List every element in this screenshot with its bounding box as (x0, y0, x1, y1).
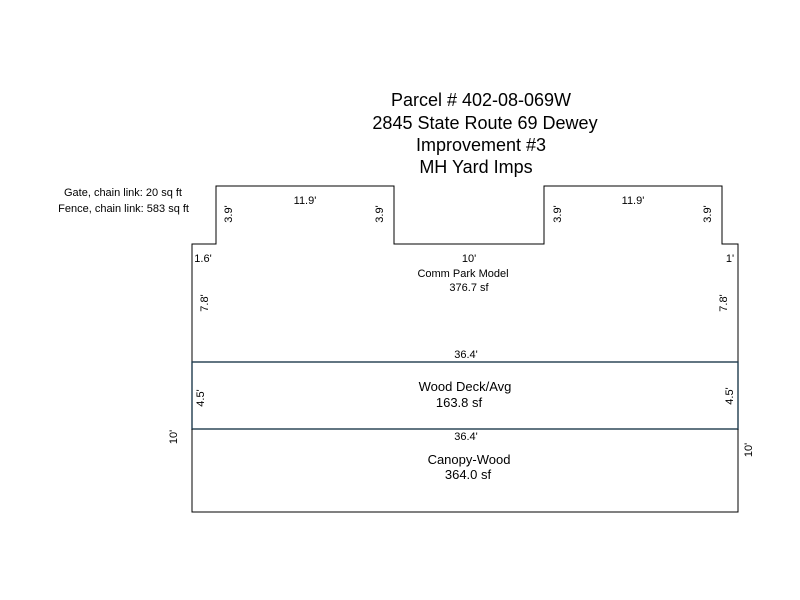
canopy-name: Canopy-Wood (428, 452, 511, 467)
dim-deck-left: 4.5' (195, 389, 207, 406)
dim-park-model-left: 7.8' (199, 294, 211, 311)
address-title: 2845 State Route 69 Dewey (372, 113, 597, 133)
dim-canopy-top: 36.4' (454, 431, 478, 443)
parcel-title: Parcel # 402-08-069W (391, 90, 571, 110)
dim-deck-top: 36.4' (454, 349, 478, 361)
legend-fence: Fence, chain link: 583 sq ft (58, 203, 189, 215)
category-title: MH Yard Imps (419, 157, 532, 177)
dim-canopy-left: 10' (168, 430, 180, 444)
dim-left-bump-width: 11.9' (294, 195, 317, 207)
deck-area: 163.8 sf (436, 395, 483, 410)
dim-deck-right: 4.5' (724, 387, 736, 404)
park-model-outline (191, 185, 739, 362)
improvement-title: Improvement #3 (416, 135, 546, 155)
deck-outline (191, 361, 739, 430)
dim-park-model-right: 7.8' (718, 294, 730, 311)
dim-right-bump-width: 11.9' (622, 195, 645, 207)
legend-gate: Gate, chain link: 20 sq ft (64, 187, 182, 199)
deck-name: Wood Deck/Avg (419, 379, 512, 394)
dim-right-bump-side-1: 3.9' (552, 205, 564, 222)
dim-left-bump-side-2: 3.9' (374, 205, 386, 222)
dim-center-gap: 10' (462, 253, 476, 265)
park-model-area: 376.7 sf (449, 282, 489, 294)
canopy-outline (191, 429, 739, 513)
park-model-name: Comm Park Model (417, 268, 508, 280)
canopy-area: 364.0 sf (445, 467, 492, 482)
dim-right-step: 1' (726, 253, 734, 265)
dim-left-bump-side-1: 3.9' (223, 205, 235, 222)
dim-canopy-right: 10' (743, 443, 755, 457)
dim-left-step: 1.6' (194, 253, 211, 265)
dim-right-bump-side-2: 3.9' (702, 205, 714, 222)
